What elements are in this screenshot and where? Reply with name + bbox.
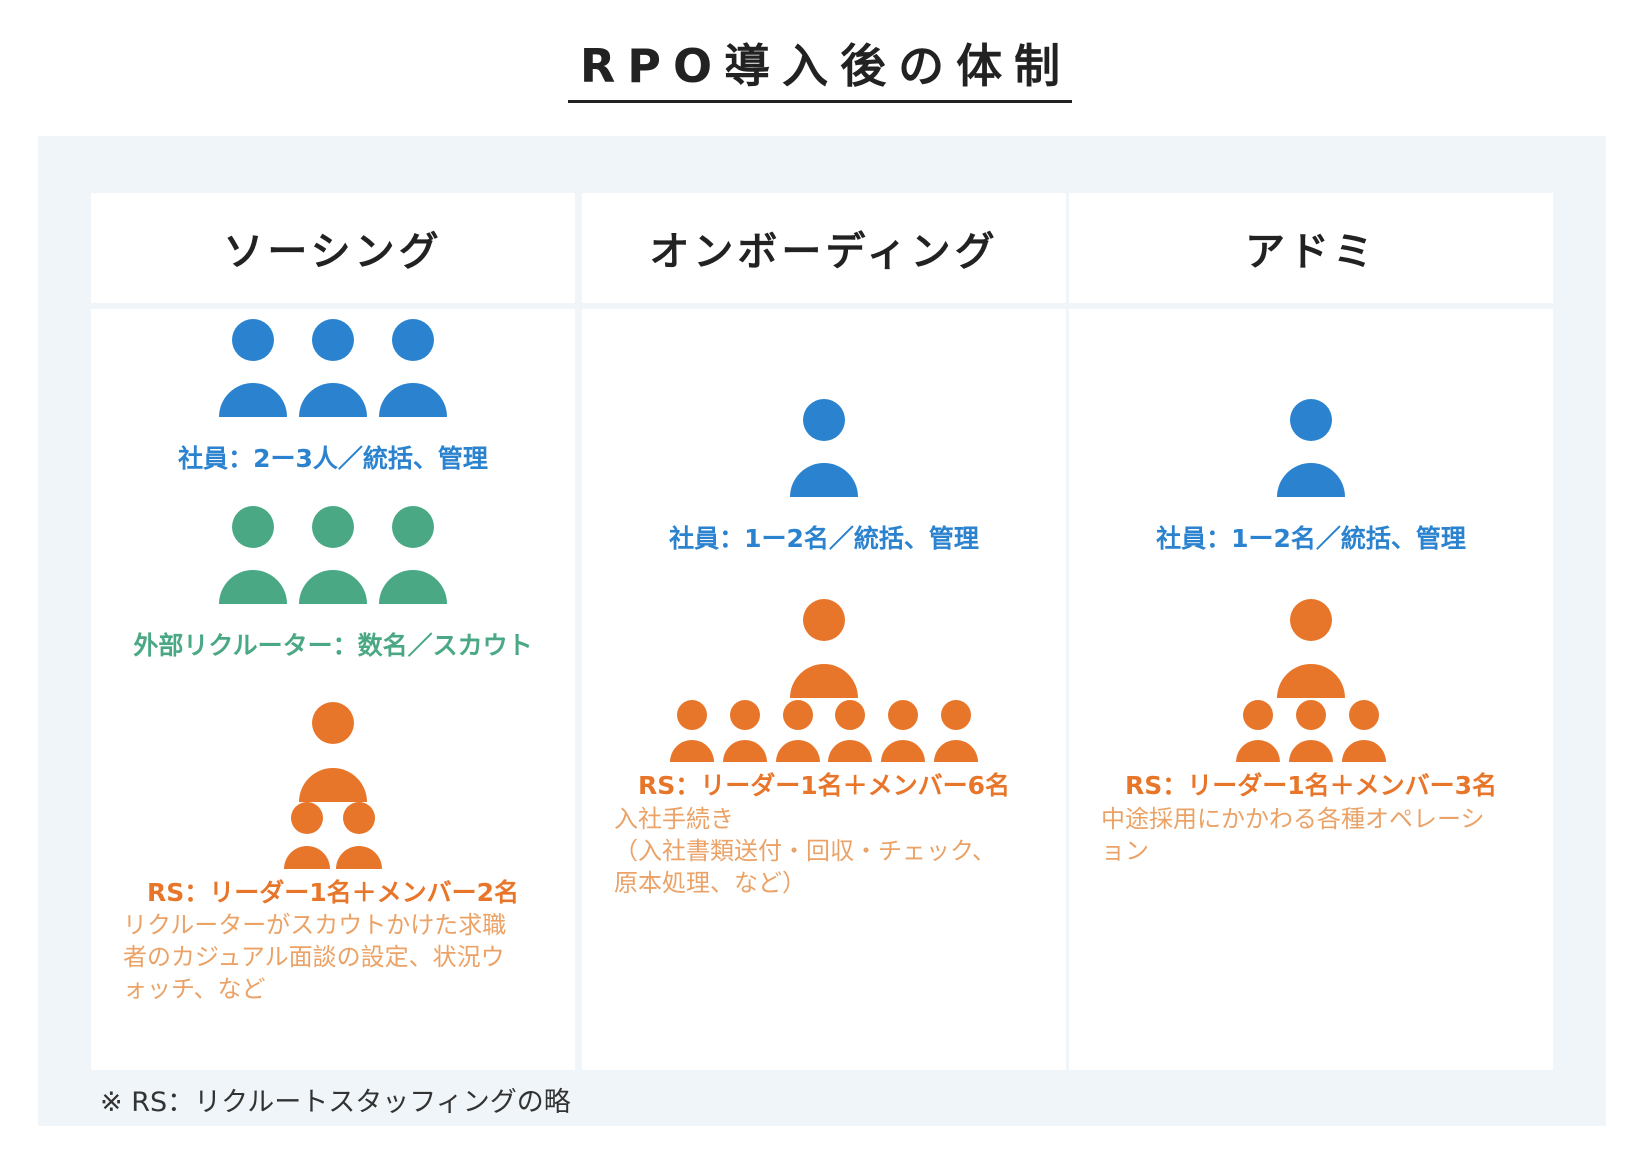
rs-team-icons: [284, 702, 382, 869]
person-icon: [336, 802, 382, 869]
person-icon: [379, 506, 447, 604]
person-icon: [1277, 399, 1345, 497]
employee-label: 社員：1ー2名／統括、管理: [669, 524, 979, 553]
person-icon: [670, 700, 714, 762]
person-icon: [1342, 700, 1386, 762]
external-recruiter-label: 外部リクルーター：数名／スカウト: [133, 631, 533, 660]
person-icon: [379, 319, 447, 417]
employee-group-icons: [790, 399, 858, 497]
person-icon: [1236, 700, 1280, 762]
structure-panel: ソーシング 社員：2ー3人／統括、管理: [38, 136, 1606, 1126]
person-icon: [881, 700, 925, 762]
leader-icon: [790, 599, 858, 698]
diagram-title: RPO導入後の体制: [0, 30, 1640, 103]
column-body: 社員：1ー2名／統括、管理 RS：リーダー1名＋メンバー3名 中途採用にかかわる…: [1069, 309, 1553, 1070]
person-icon: [934, 700, 978, 762]
person-icon: [1289, 700, 1333, 762]
rs-task-description: 中途採用にかかわる各種オペレーシ ョン: [1101, 805, 1485, 865]
people-icons: [670, 399, 978, 762]
person-icon: [828, 700, 872, 762]
rs-task-description: 入社手続き （入社書類送付・回収・チェック、 原本処理、など）: [614, 805, 996, 897]
rs-team-icons: [670, 599, 978, 762]
rs-team-label: RS：リーダー1名＋メンバー2名: [146, 878, 520, 907]
leader-icon: [299, 702, 367, 802]
person-icon: [219, 506, 287, 604]
footnote: ※ RS：リクルートスタッフィングの略: [100, 1087, 571, 1118]
column-body: 社員：1ー2名／統括、管理 RS：リーダー1名＋メンバー6名 入社手続き （入社…: [582, 309, 1066, 1070]
person-icon: [299, 319, 367, 417]
employee-group-icons: [219, 319, 447, 417]
column-admin: アドミ 社員：1ー2名／統括、管理 RS：リーダー1名＋メンバー3名 中途採用に…: [1069, 193, 1553, 1070]
employee-group-icons: [1277, 399, 1345, 497]
people-icons: [219, 319, 447, 869]
rs-team-icons: [1236, 599, 1386, 762]
column-onboarding: オンボーディング 社員：1ー2名／統括、管理 RS：リーダー1名＋メンバー6名: [582, 193, 1066, 1070]
rs-team-label: RS：リーダー1名＋メンバー6名: [637, 771, 1011, 800]
leader-icon: [1277, 599, 1345, 698]
employee-label: 社員：1ー2名／統括、管理: [1156, 524, 1466, 553]
people-icons: [1236, 399, 1386, 762]
rs-team-label: RS：リーダー1名＋メンバー3名: [1124, 771, 1498, 800]
person-icon: [284, 802, 330, 869]
external-recruiter-icons: [219, 506, 447, 604]
person-icon: [776, 700, 820, 762]
person-icon: [723, 700, 767, 762]
column-header: オンボーディング: [582, 193, 1066, 303]
person-icon: [219, 319, 287, 417]
column-header: ソーシング: [91, 193, 575, 303]
column-body: 社員：2ー3人／統括、管理 外部リクルーター：数名／スカウト RS：リーダー1名…: [91, 309, 575, 1070]
employee-label: 社員：2ー3人／統括、管理: [178, 444, 488, 473]
column-sourcing: ソーシング 社員：2ー3人／統括、管理: [91, 193, 575, 1070]
rs-task-description: リクルーターがスカウトかけた求職 者のカジュアル面談の設定、状況ウ ォッチ、など: [123, 911, 507, 1003]
column-header: アドミ: [1069, 193, 1553, 303]
person-icon: [790, 399, 858, 497]
person-icon: [299, 506, 367, 604]
